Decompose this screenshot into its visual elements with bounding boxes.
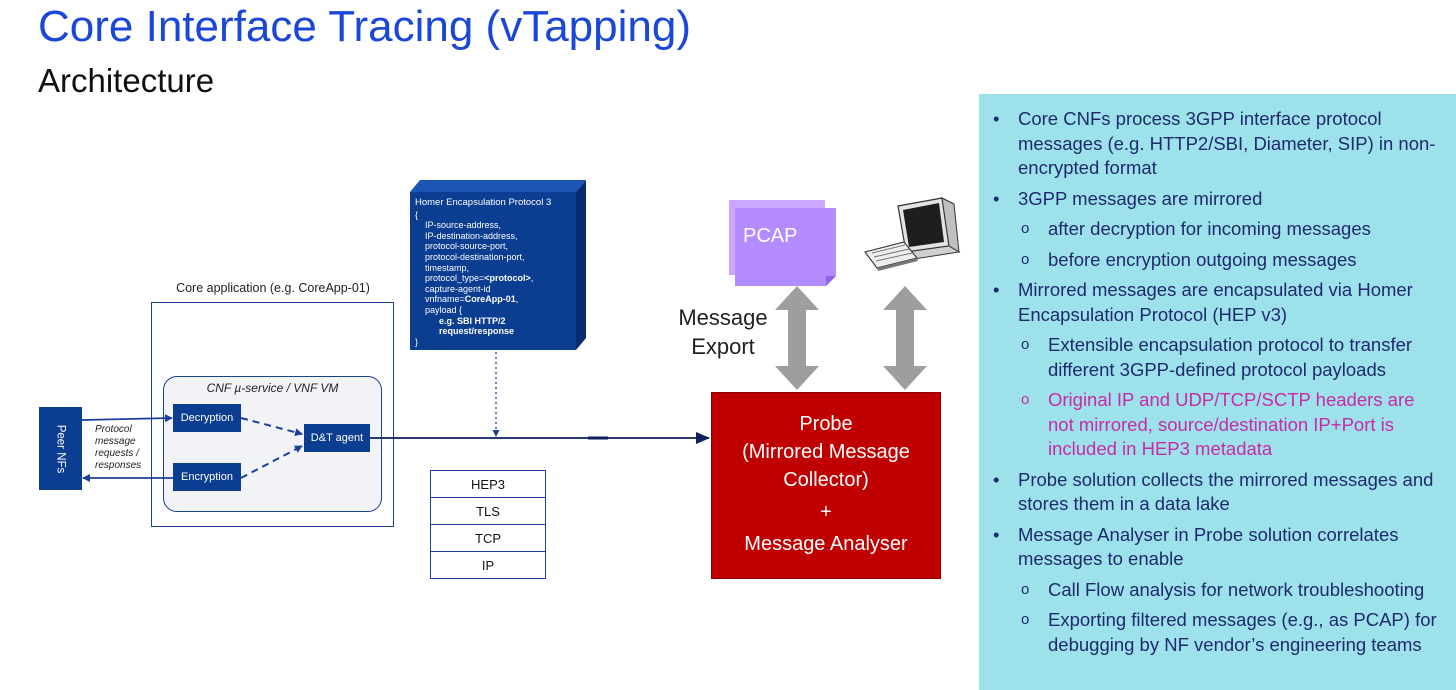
bullet-item: Mirrored messages are encapsulated via H…: [989, 278, 1444, 327]
hep-payload-example: e.g. SBI HTTP/2 request/response: [439, 315, 515, 337]
stack-layer: TLS: [431, 498, 545, 525]
bullet-item: Core CNFs process 3GPP interface protoco…: [989, 107, 1444, 181]
hep-protocol-type-value: <protocol>: [484, 273, 531, 284]
decryption-to-dt-arrow: [240, 417, 303, 437]
sub-bullet-item: Call Flow analysis for network troublesh…: [989, 578, 1444, 603]
dt-agent-box: D&T agent: [304, 424, 370, 452]
hep-comma: ,: [530, 273, 534, 284]
hep-field: IP-destination-address,: [425, 230, 518, 241]
probe-plus: +: [820, 501, 832, 523]
bullet-item: Probe solution collects the mirrored mes…: [989, 468, 1444, 517]
probe-line: Message Analyser: [744, 533, 908, 555]
computer-terminal-icon: [864, 197, 961, 271]
probe-line: (Mirrored Message: [742, 441, 910, 463]
peer-nfs-box: Peer NFs: [39, 407, 82, 490]
peer-nfs-label: Peer NFs: [54, 424, 67, 473]
page-subtitle: Architecture: [38, 62, 215, 99]
hep-protocol-type-key: protocol_type=: [425, 273, 485, 284]
message-export-line: Message: [678, 305, 768, 330]
probe-line: Collector): [783, 469, 869, 491]
hep-vnfname: vnfname=CoreApp-01,: [415, 294, 571, 305]
protocol-message-note: Protocol message requests / responses: [95, 424, 142, 471]
hep-field: protocol-source-port,: [425, 241, 509, 252]
pcap-document-icon: [729, 200, 836, 286]
description-panel: Core CNFs process 3GPP interface protoco…: [979, 94, 1456, 690]
protocol-stack: HEP3 TLS TCP IP: [430, 470, 546, 579]
pcap-label: PCAP: [743, 225, 798, 247]
hep-vnfname-value: CoreApp-01: [464, 294, 516, 305]
hep-open-brace: {: [415, 209, 419, 220]
message-export-label: Message Export: [663, 303, 783, 361]
probe-line: Probe: [799, 413, 853, 435]
terminal-double-arrow: [883, 286, 927, 390]
sub-bullet-item: Extensible encapsulation protocol to tra…: [989, 333, 1444, 382]
sub-bullet-item-highlight: Original IP and UDP/TCP/SCTP headers are…: [989, 388, 1444, 462]
cnf-service-label: CNF µ-service / VNF VM: [206, 381, 339, 395]
hep-field: IP-source-address,: [425, 220, 502, 231]
message-export-line: Export: [691, 334, 755, 359]
hep-capture-agent: capture-agent-id: [425, 283, 491, 294]
probe-box: Probe (Mirrored Message Collector) + Mes…: [711, 392, 941, 579]
hep-protocol-type: protocol_type=<protocol>,: [415, 273, 571, 284]
message-export-double-arrow: [775, 286, 819, 390]
sub-bullet-item: before encryption outgoing messages: [989, 248, 1444, 273]
hep-field: timestamp,: [425, 262, 470, 273]
stack-layer: IP: [481, 557, 495, 573]
encryption-box: Encryption: [173, 463, 241, 491]
bullet-item: 3GPP messages are mirrored: [989, 187, 1444, 212]
incoming-message-arrow: [81, 414, 173, 423]
core-application-label: Core application (e.g. CoreApp-01): [176, 281, 370, 295]
decryption-box: Decryption: [173, 404, 241, 432]
stack-layer: HEP3: [431, 471, 545, 498]
hep-vnfname-key: vnfname=: [425, 294, 465, 305]
hep-close-brace: }: [415, 336, 419, 347]
hep-comma: ,: [515, 294, 519, 305]
stack-layer: TCP: [431, 525, 545, 552]
hep-field: protocol-destination-port,: [425, 251, 525, 262]
hep-title: Homer Encapsulation Protocol 3: [415, 197, 552, 208]
hep-protocol-box: Homer Encapsulation Protocol 3 { IP-sour…: [410, 192, 576, 350]
sub-bullet-item: Exporting filtered messages (e.g., as PC…: [989, 608, 1444, 657]
bullet-item: Message Analyser in Probe solution corre…: [989, 523, 1444, 572]
hep-payload: payload {: [425, 304, 463, 315]
page-title: Core Interface Tracing (vTapping): [38, 2, 691, 51]
encryption-to-dt-arrow: [240, 445, 303, 479]
sub-bullet-item: after decryption for incoming messages: [989, 217, 1444, 242]
